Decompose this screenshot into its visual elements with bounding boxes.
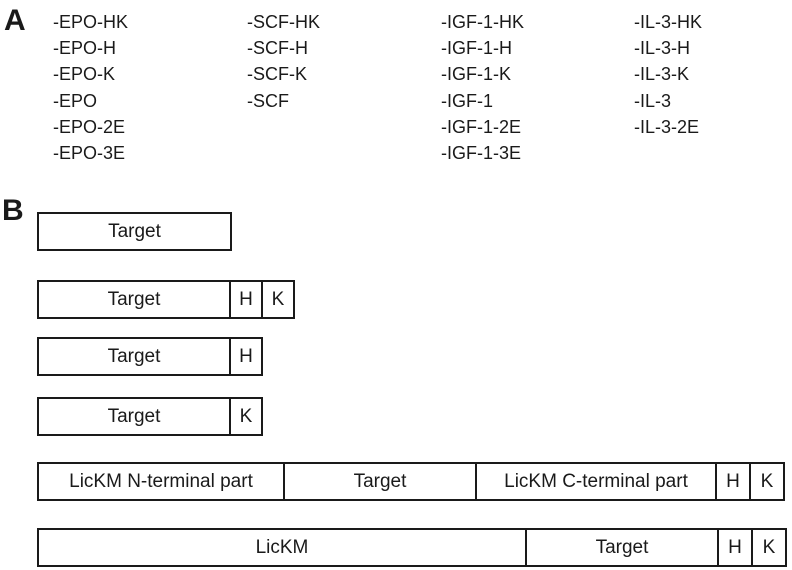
construct-name: -IGF-1-K <box>441 64 511 85</box>
construct-list-scf: -SCF-HK -SCF-H -SCF-K -SCF <box>247 9 320 114</box>
construct-name: -EPO-3E <box>53 142 126 163</box>
construct-name: -IGF-1-HK <box>441 12 524 32</box>
construct-name: -IGF-1 <box>441 90 493 111</box>
construct-list-il3: -IL-3-HK -IL-3-H -IL-3-K -IL-3 -IL-3-2E <box>634 9 702 140</box>
segment-target: Target <box>37 280 231 319</box>
segment-k-tag: K <box>229 397 263 436</box>
segment-k-tag: K <box>751 528 787 567</box>
segment-lickm: LicKM <box>37 528 527 567</box>
segment-target: Target <box>525 528 719 567</box>
construct-name: -IGF-1-3E <box>441 142 522 163</box>
segment-lickm-c-terminal: LicKM C-terminal part <box>475 462 717 501</box>
segment-lickm-n-terminal: LicKM N-terminal part <box>37 462 285 501</box>
construct-name: -EPO-K <box>53 64 116 85</box>
segment-h-tag: H <box>717 528 753 567</box>
construct-name: -SCF <box>247 90 289 111</box>
construct-name: -EPO-2E <box>53 116 126 137</box>
construct-list-igf1: -IGF-1-HK -IGF-1-H -IGF-1-K -IGF-1 -IGF-… <box>441 9 524 166</box>
panel-b-label: B <box>2 194 24 227</box>
construct-name: -IL-3-H <box>634 38 691 59</box>
segment-h-tag: H <box>229 280 263 319</box>
segment-target: Target <box>37 212 232 251</box>
segment-target: Target <box>37 397 231 436</box>
construct-name: -IL-3-K <box>634 64 690 85</box>
segment-h-tag: H <box>715 462 751 501</box>
panel-a-label: A <box>4 4 26 37</box>
construct-target-only: Target <box>37 212 232 251</box>
segment-k-tag: K <box>261 280 295 319</box>
segment-h-tag: H <box>229 337 263 376</box>
construct-lickm-fusion: LicKM Target H K <box>37 528 787 567</box>
construct-target-h: Target H <box>37 337 263 376</box>
construct-name: -IL-3-HK <box>634 12 703 32</box>
construct-name: -EPO-H <box>53 38 116 59</box>
construct-name: -EPO-HK <box>53 12 129 32</box>
construct-name: -EPO <box>53 90 98 111</box>
construct-lickm-split: LicKM N-terminal part Target LicKM C-ter… <box>37 462 785 501</box>
segment-target: Target <box>37 337 231 376</box>
construct-name: -IL-3 <box>634 90 672 111</box>
construct-target-h-k: Target H K <box>37 280 295 319</box>
construct-name: -SCF-HK <box>247 12 320 32</box>
construct-name: -SCF-H <box>247 38 308 59</box>
segment-k-tag: K <box>749 462 785 501</box>
construct-target-k: Target K <box>37 397 263 436</box>
construct-name: -SCF-K <box>247 64 307 85</box>
construct-name: -IGF-1-H <box>441 38 512 59</box>
construct-name: -IGF-1-2E <box>441 116 522 137</box>
construct-list-epo: -EPO-HK -EPO-H -EPO-K -EPO -EPO-2E -EPO-… <box>53 9 128 166</box>
segment-target: Target <box>283 462 477 501</box>
construct-name: -IL-3-2E <box>634 116 700 137</box>
